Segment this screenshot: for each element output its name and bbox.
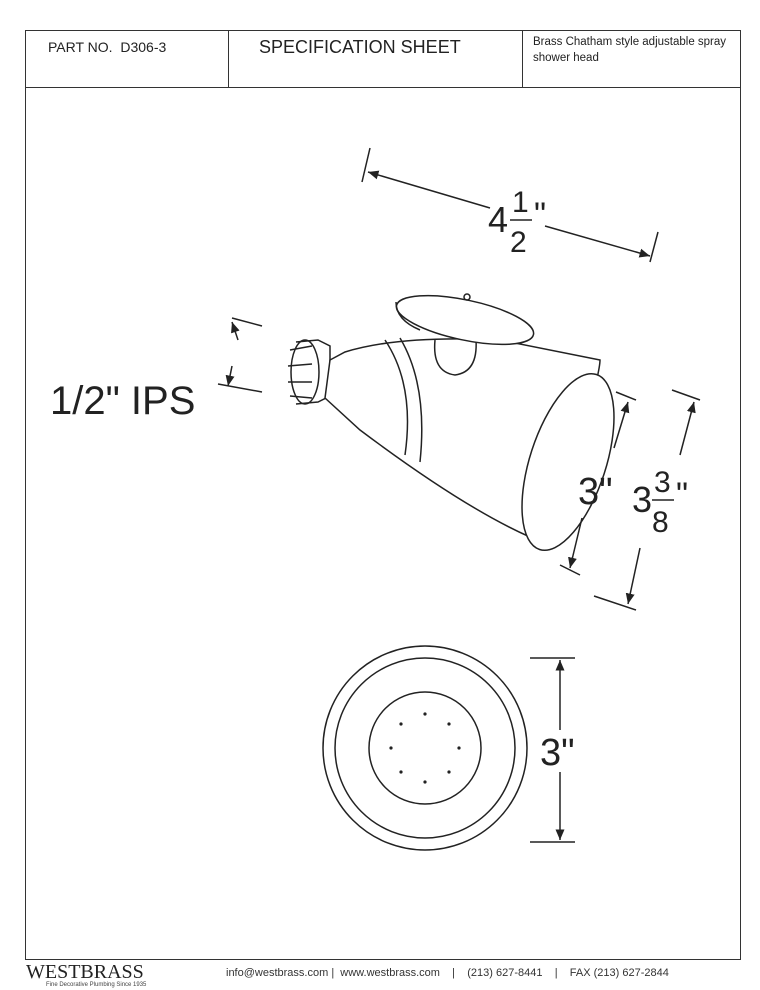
height-unit: " (676, 476, 688, 514)
height-dimension (593, 389, 701, 611)
sheet-title: SPECIFICATION SHEET (229, 31, 523, 87)
width-denominator: 2 (510, 226, 527, 259)
height-numerator: 3 (654, 466, 671, 499)
fax-number: FAX (213) 627-2844 (569, 967, 669, 979)
email-link[interactable]: info@westbrass.com (226, 967, 329, 979)
logo-tagline: Fine Decorative Plumbing Since 1935 (46, 982, 147, 988)
part-number-cell: PART NO. D306-3 (26, 31, 229, 87)
footer: WESTBRASS Fine Decorative Plumbing Since… (0, 961, 760, 990)
front-diameter-dimension (530, 657, 575, 843)
height-denominator: 8 (652, 506, 669, 539)
westbrass-logo: WESTBRASS (26, 961, 144, 983)
width-numerator: 1 (512, 186, 529, 219)
inlet-dimension (217, 317, 263, 393)
inlet-size-label: 1/2" IPS (50, 379, 195, 423)
shower-head-side-view (287, 293, 615, 552)
shower-head-front-view (322, 645, 528, 851)
width-dimension (361, 147, 659, 263)
contact-info: info@westbrass.com | www.westbrass.com |… (226, 967, 669, 979)
width-whole: 4 (488, 199, 508, 240)
title-block: PART NO. D306-3 SPECIFICATION SHEET Bras… (26, 31, 740, 88)
height-whole: 3 (632, 479, 652, 520)
front-diameter-label: 3" (540, 732, 575, 774)
width-unit: " (534, 196, 546, 234)
product-description: Brass Chatham style adjustable spray sho… (533, 36, 727, 64)
part-label: PART NO. (48, 39, 113, 55)
spec-sheet-frame: PART NO. D306-3 SPECIFICATION SHEET Bras… (25, 30, 741, 960)
face-diameter-label: 3" (578, 471, 613, 513)
part-number: D306-3 (120, 39, 167, 55)
face-dimension (559, 391, 637, 576)
website-link[interactable]: www.westbrass.com (340, 967, 440, 979)
phone-number: (213) 627-8441 (467, 967, 543, 979)
spray-holes (389, 712, 461, 784)
